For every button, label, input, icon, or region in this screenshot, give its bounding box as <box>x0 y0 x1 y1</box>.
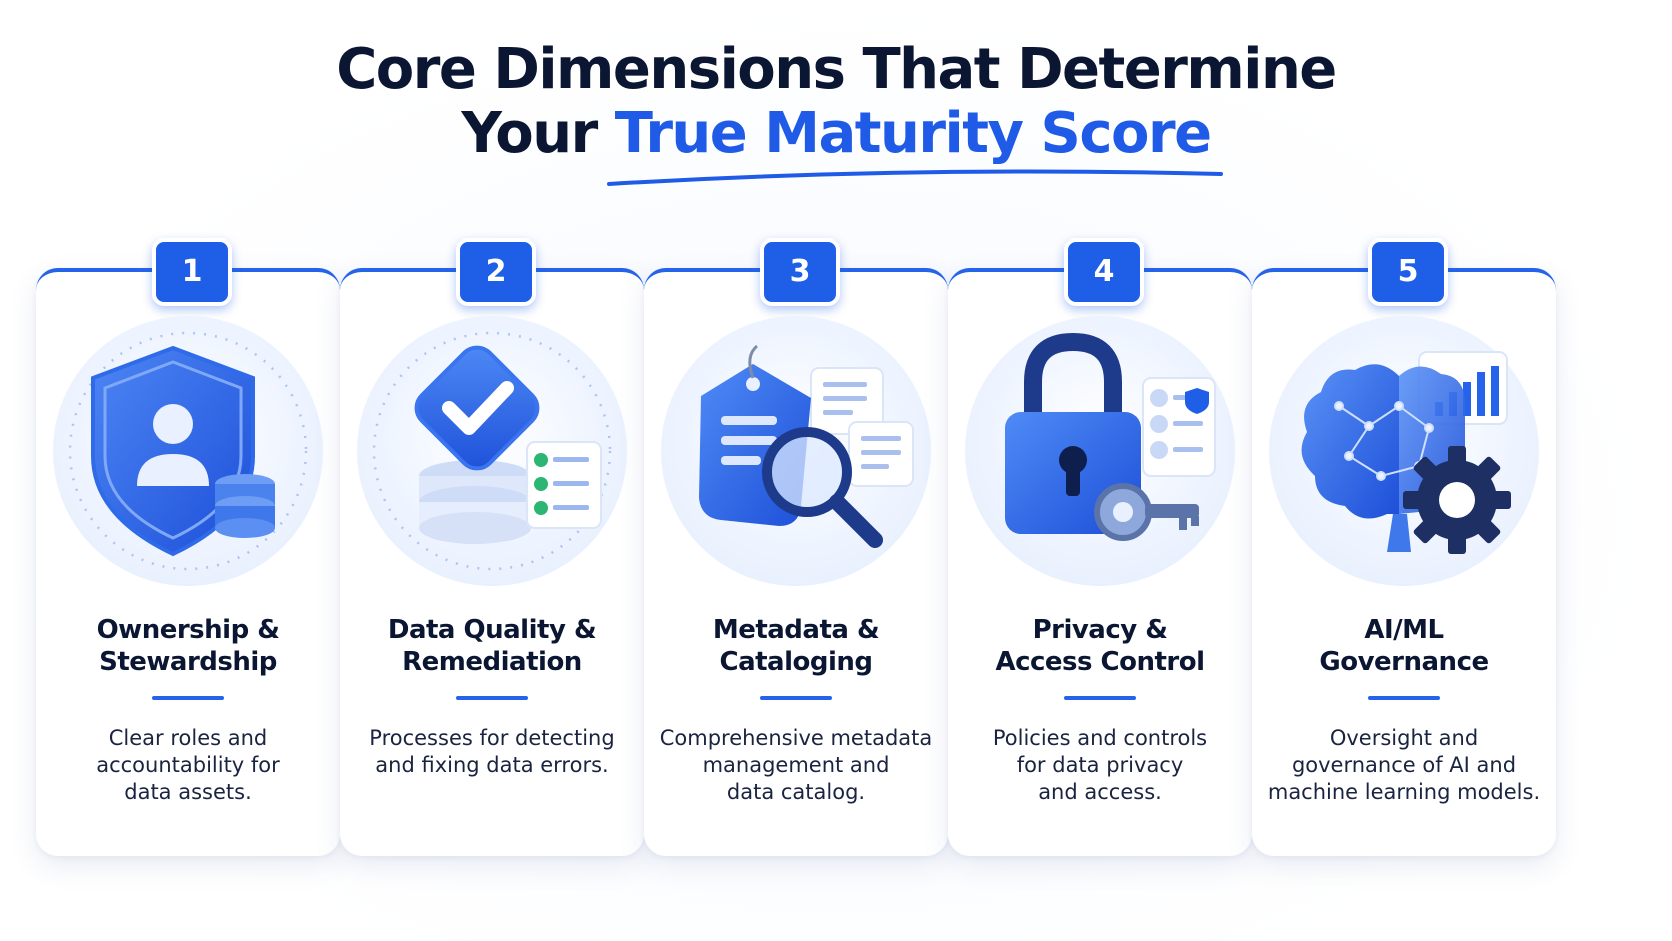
card-description: Comprehensive metadata management and da… <box>659 726 933 804</box>
page-title: Core Dimensions That Determine Your True… <box>0 38 1672 166</box>
title-divider <box>152 696 224 700</box>
dimension-card-5: 5 <box>1252 238 1556 856</box>
card-title: Metadata & Cataloging <box>712 615 880 677</box>
title-line-1: Core Dimensions That Determine <box>336 37 1337 102</box>
card-number-badge: 3 <box>760 238 840 306</box>
dimension-card-4: 4 Privacy & Access Control Policies and … <box>948 238 1252 856</box>
dimension-card-2: 2 Data Quality & Remediation Processes f… <box>340 238 644 856</box>
tag-magnifier-icon <box>699 344 914 548</box>
title-underline <box>607 169 1223 186</box>
padlock-key-icon <box>1005 332 1216 541</box>
card-title: Data Quality & Remediation <box>387 615 597 677</box>
card-number-badge: 1 <box>152 238 232 306</box>
card-title: AI/ML Governance <box>1319 615 1489 677</box>
shield-user-database-icon <box>68 331 308 571</box>
card-title: Privacy & Access Control <box>995 615 1205 677</box>
title-divider <box>1368 696 1440 700</box>
card-number-badge: 5 <box>1368 238 1448 306</box>
card-description: Clear roles and accountability for data … <box>96 726 280 804</box>
card-description: Policies and controls for data privacy a… <box>992 726 1208 804</box>
title-accent: True Maturity Score <box>614 101 1212 166</box>
brain-gear-chart-icon <box>1301 351 1511 554</box>
card-description: Processes for detecting and fixing data … <box>369 726 615 777</box>
title-divider <box>760 696 832 700</box>
title-divider <box>1064 696 1136 700</box>
checkmark-database-checklist-icon <box>372 331 612 571</box>
dimension-card-3: 3 Metadata & Cataloging Comprehensive me… <box>644 238 948 856</box>
card-number-badge: 2 <box>456 238 536 306</box>
title-plain: Your <box>461 101 615 166</box>
card-title: Ownership & Stewardship <box>96 615 280 677</box>
title-line-2: Your True Maturity Score <box>0 102 1672 166</box>
dimension-card-1: 1 Ownership & Stewardship Clear roles an… <box>36 238 340 856</box>
card-number-badge: 4 <box>1064 238 1144 306</box>
title-divider <box>456 696 528 700</box>
card-description: Oversight and governance of AI and machi… <box>1267 726 1541 804</box>
